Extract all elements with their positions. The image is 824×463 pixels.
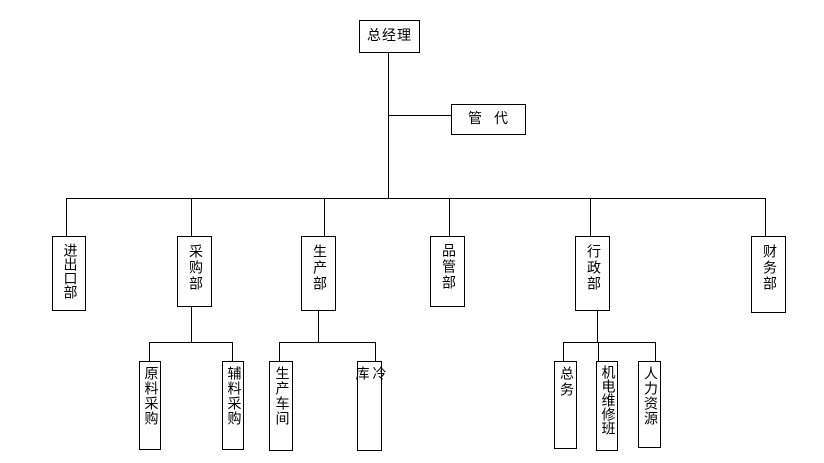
node-production-workshop: 生产车间 xyxy=(269,361,293,451)
node-quality-label: 品管部 xyxy=(440,243,456,291)
node-mechanical-electrical-repair-label: 机电维修班 xyxy=(599,365,616,435)
node-quality: 品管部 xyxy=(430,236,465,307)
node-human-resources: 人力资源 xyxy=(638,361,661,448)
node-production-workshop-label: 生产车间 xyxy=(273,366,290,426)
node-import-export-label: 进出口部 xyxy=(61,243,78,299)
node-finance-label: 财务部 xyxy=(761,244,777,292)
node-production: 生产部 xyxy=(301,236,336,311)
node-admin-rep: 管 代 xyxy=(451,104,526,135)
node-mechanical-electrical-repair: 机电维修班 xyxy=(596,361,618,451)
node-cold-storage-label: 冷库 xyxy=(353,366,387,418)
node-admin-rep-label: 管 代 xyxy=(468,111,509,127)
node-finance: 财务部 xyxy=(751,236,786,313)
node-general-affairs: 总务 xyxy=(554,361,577,449)
node-raw-material-purchasing-label: 原料采购 xyxy=(142,366,159,426)
node-administration-label: 行政部 xyxy=(585,244,601,292)
node-auxiliary-material-purchasing: 辅料采购 xyxy=(222,361,244,450)
node-general-affairs-label: 总务 xyxy=(558,366,574,398)
node-ceo-label: 总经理 xyxy=(367,28,412,44)
node-import-export: 进出口部 xyxy=(52,236,86,311)
node-cold-storage: 冷库 xyxy=(354,361,387,451)
node-ceo: 总经理 xyxy=(359,20,420,53)
node-purchasing-label: 采购部 xyxy=(187,244,203,292)
node-administration: 行政部 xyxy=(575,236,610,311)
node-human-resources-label: 人力资源 xyxy=(642,366,658,426)
node-raw-material-purchasing: 原料采购 xyxy=(139,361,161,450)
node-purchasing: 采购部 xyxy=(177,236,212,307)
node-production-label: 生产部 xyxy=(311,244,327,292)
node-auxiliary-material-purchasing-label: 辅料采购 xyxy=(225,366,242,426)
